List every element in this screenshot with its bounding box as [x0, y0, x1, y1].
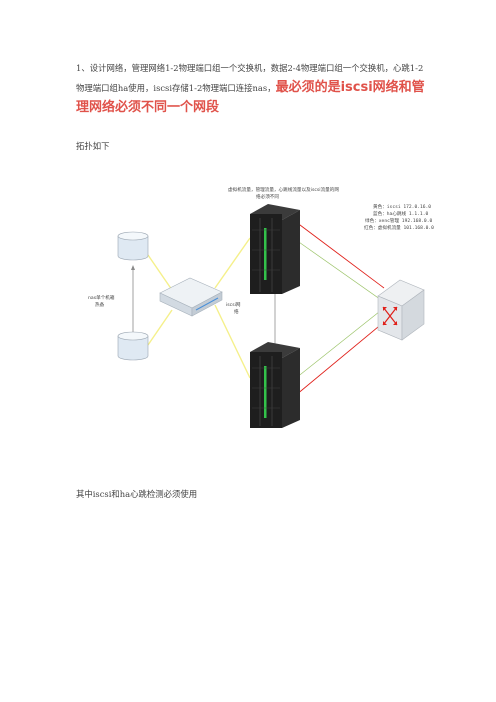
vm-traffic-link-top [295, 221, 385, 289]
paragraph-topology-heading: 拓扑如下 [76, 141, 110, 151]
iscsi-link-nas-bottom [147, 309, 173, 346]
iscsi-link-server-bottom [214, 304, 251, 379]
iscsi-switch-icon [159, 277, 223, 317]
paragraph-network-design: 1、设计网络，管理网络1-2物理端口组一个交换机，数据2-4物理端口组一个交换机… [76, 58, 426, 118]
mgmt-link-bottom [295, 307, 385, 379]
mgmt-link-top [295, 239, 385, 303]
arrow-head-icon [131, 265, 135, 270]
iscsi-network-label-line1: iscsi网 [226, 302, 241, 308]
server-rack-icon [250, 342, 300, 428]
top-note-line2: 络必须不同 [256, 193, 279, 200]
legend-red-vm: 红色：虚拟机流量 101.168.0.0 [364, 224, 434, 231]
legend-yellow-iscsi: 黄色：iscsi 172.0.16.0 [373, 203, 431, 210]
server-rack-icon [250, 204, 300, 294]
legend-blue-ha: 蓝色：ha心跳线 1.1.1.0 [373, 210, 428, 217]
paragraph-requirement: 其中iscsi和ha心跳检测必须使用 [76, 489, 198, 499]
nas-disk-icon [117, 331, 149, 361]
router-icon [377, 279, 425, 341]
top-note-line1: 虚拟机流量，管理流量，心跳线流量以及iscsi流量的网 [228, 186, 339, 193]
iscsi-link-nas-top [147, 254, 173, 291]
highlight-requirement: 最必须的是iscsi网络和管理网络必须不同一个网段 [76, 80, 425, 115]
legend-green-mgmt: 绿色：xenc管理 192.168.0.0 [365, 217, 432, 224]
nas-label-line2: 热备 [95, 301, 105, 308]
nas-label-line1: nas单个机箱 [88, 294, 115, 301]
vm-traffic-link-bottom [295, 321, 385, 396]
nas-disk-icon [117, 231, 149, 261]
iscsi-link-server-top [214, 237, 251, 289]
iscsi-network-label-line2: 络 [234, 308, 239, 315]
paragraph-network-design-text: 1、设计网络，管理网络1-2物理端口组一个交换机，数据2-4物理端口组一个交换机… [76, 63, 424, 93]
